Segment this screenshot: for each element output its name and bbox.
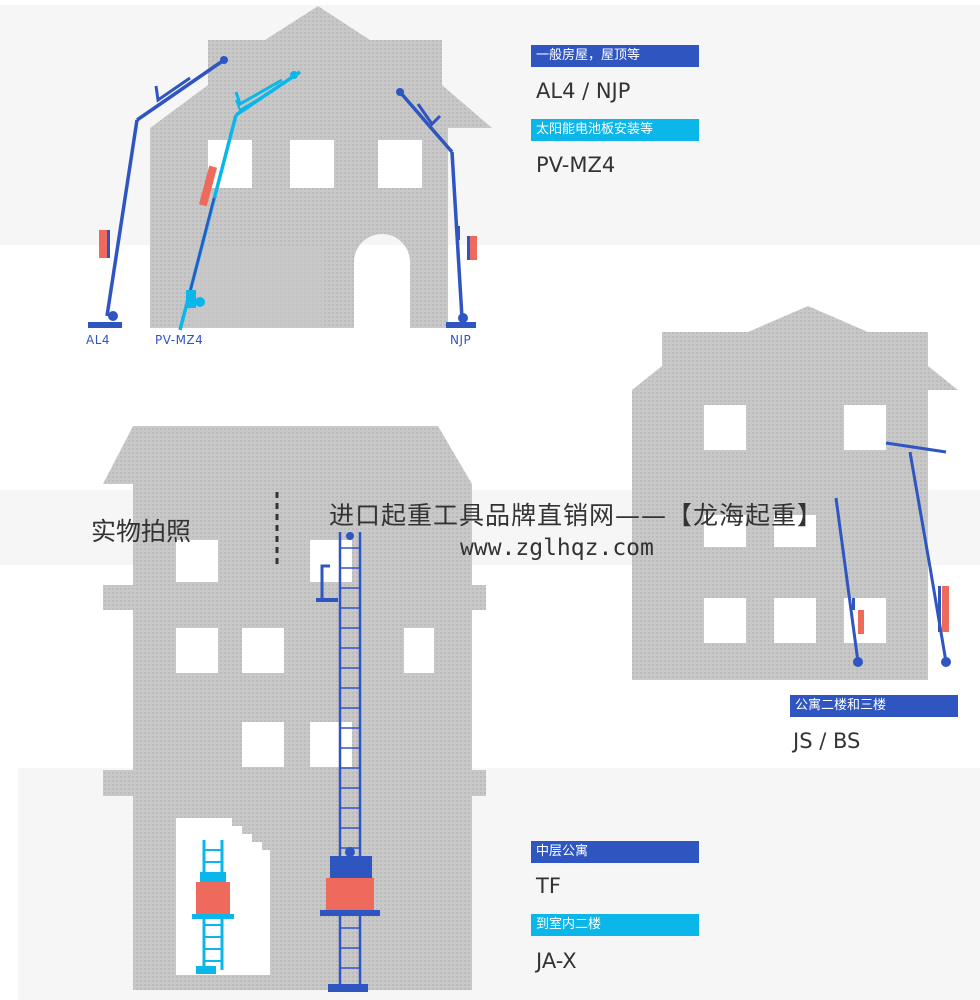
watermark-title: 进口起重工具品牌直销网——【龙海起重】 — [329, 501, 824, 530]
js-ladder — [834, 497, 864, 667]
njp-ladder — [396, 88, 477, 328]
ground-label-njp: NJP — [450, 333, 472, 347]
pv-mz4-ladder — [178, 70, 301, 331]
category-label-mid-rise: 中层公寓 — [531, 841, 699, 863]
photo-caption: 实物拍照 — [91, 517, 192, 546]
category-label-general-house: 一般房屋，屋顶等 — [531, 45, 699, 67]
category-label-indoor-2nd-floor: 到室内二楼 — [531, 914, 699, 936]
category-label-solar-panel: 太阳能电池板安装等 — [531, 119, 699, 141]
model-al4-njp: AL4 / NJP — [536, 79, 631, 103]
ground-label-al4: AL4 — [86, 333, 111, 347]
bs-ladder — [885, 441, 951, 667]
model-pv-mz4: PV-MZ4 — [536, 153, 616, 177]
model-js-bs: JS / BS — [793, 729, 861, 753]
model-ja-x: JA-X — [536, 949, 577, 973]
category-label-apartment-2-3: 公寓二楼和三楼 — [790, 695, 958, 717]
al4-ladder — [88, 56, 228, 328]
house-top — [150, 6, 492, 328]
model-tf: TF — [536, 874, 561, 898]
tf-hoist — [316, 532, 380, 992]
house-right — [632, 306, 958, 680]
ground-label-pv-mz4: PV-MZ4 — [155, 333, 204, 347]
watermark-url: www.zglhqz.com — [460, 535, 654, 561]
ja-x-lift — [192, 840, 234, 974]
